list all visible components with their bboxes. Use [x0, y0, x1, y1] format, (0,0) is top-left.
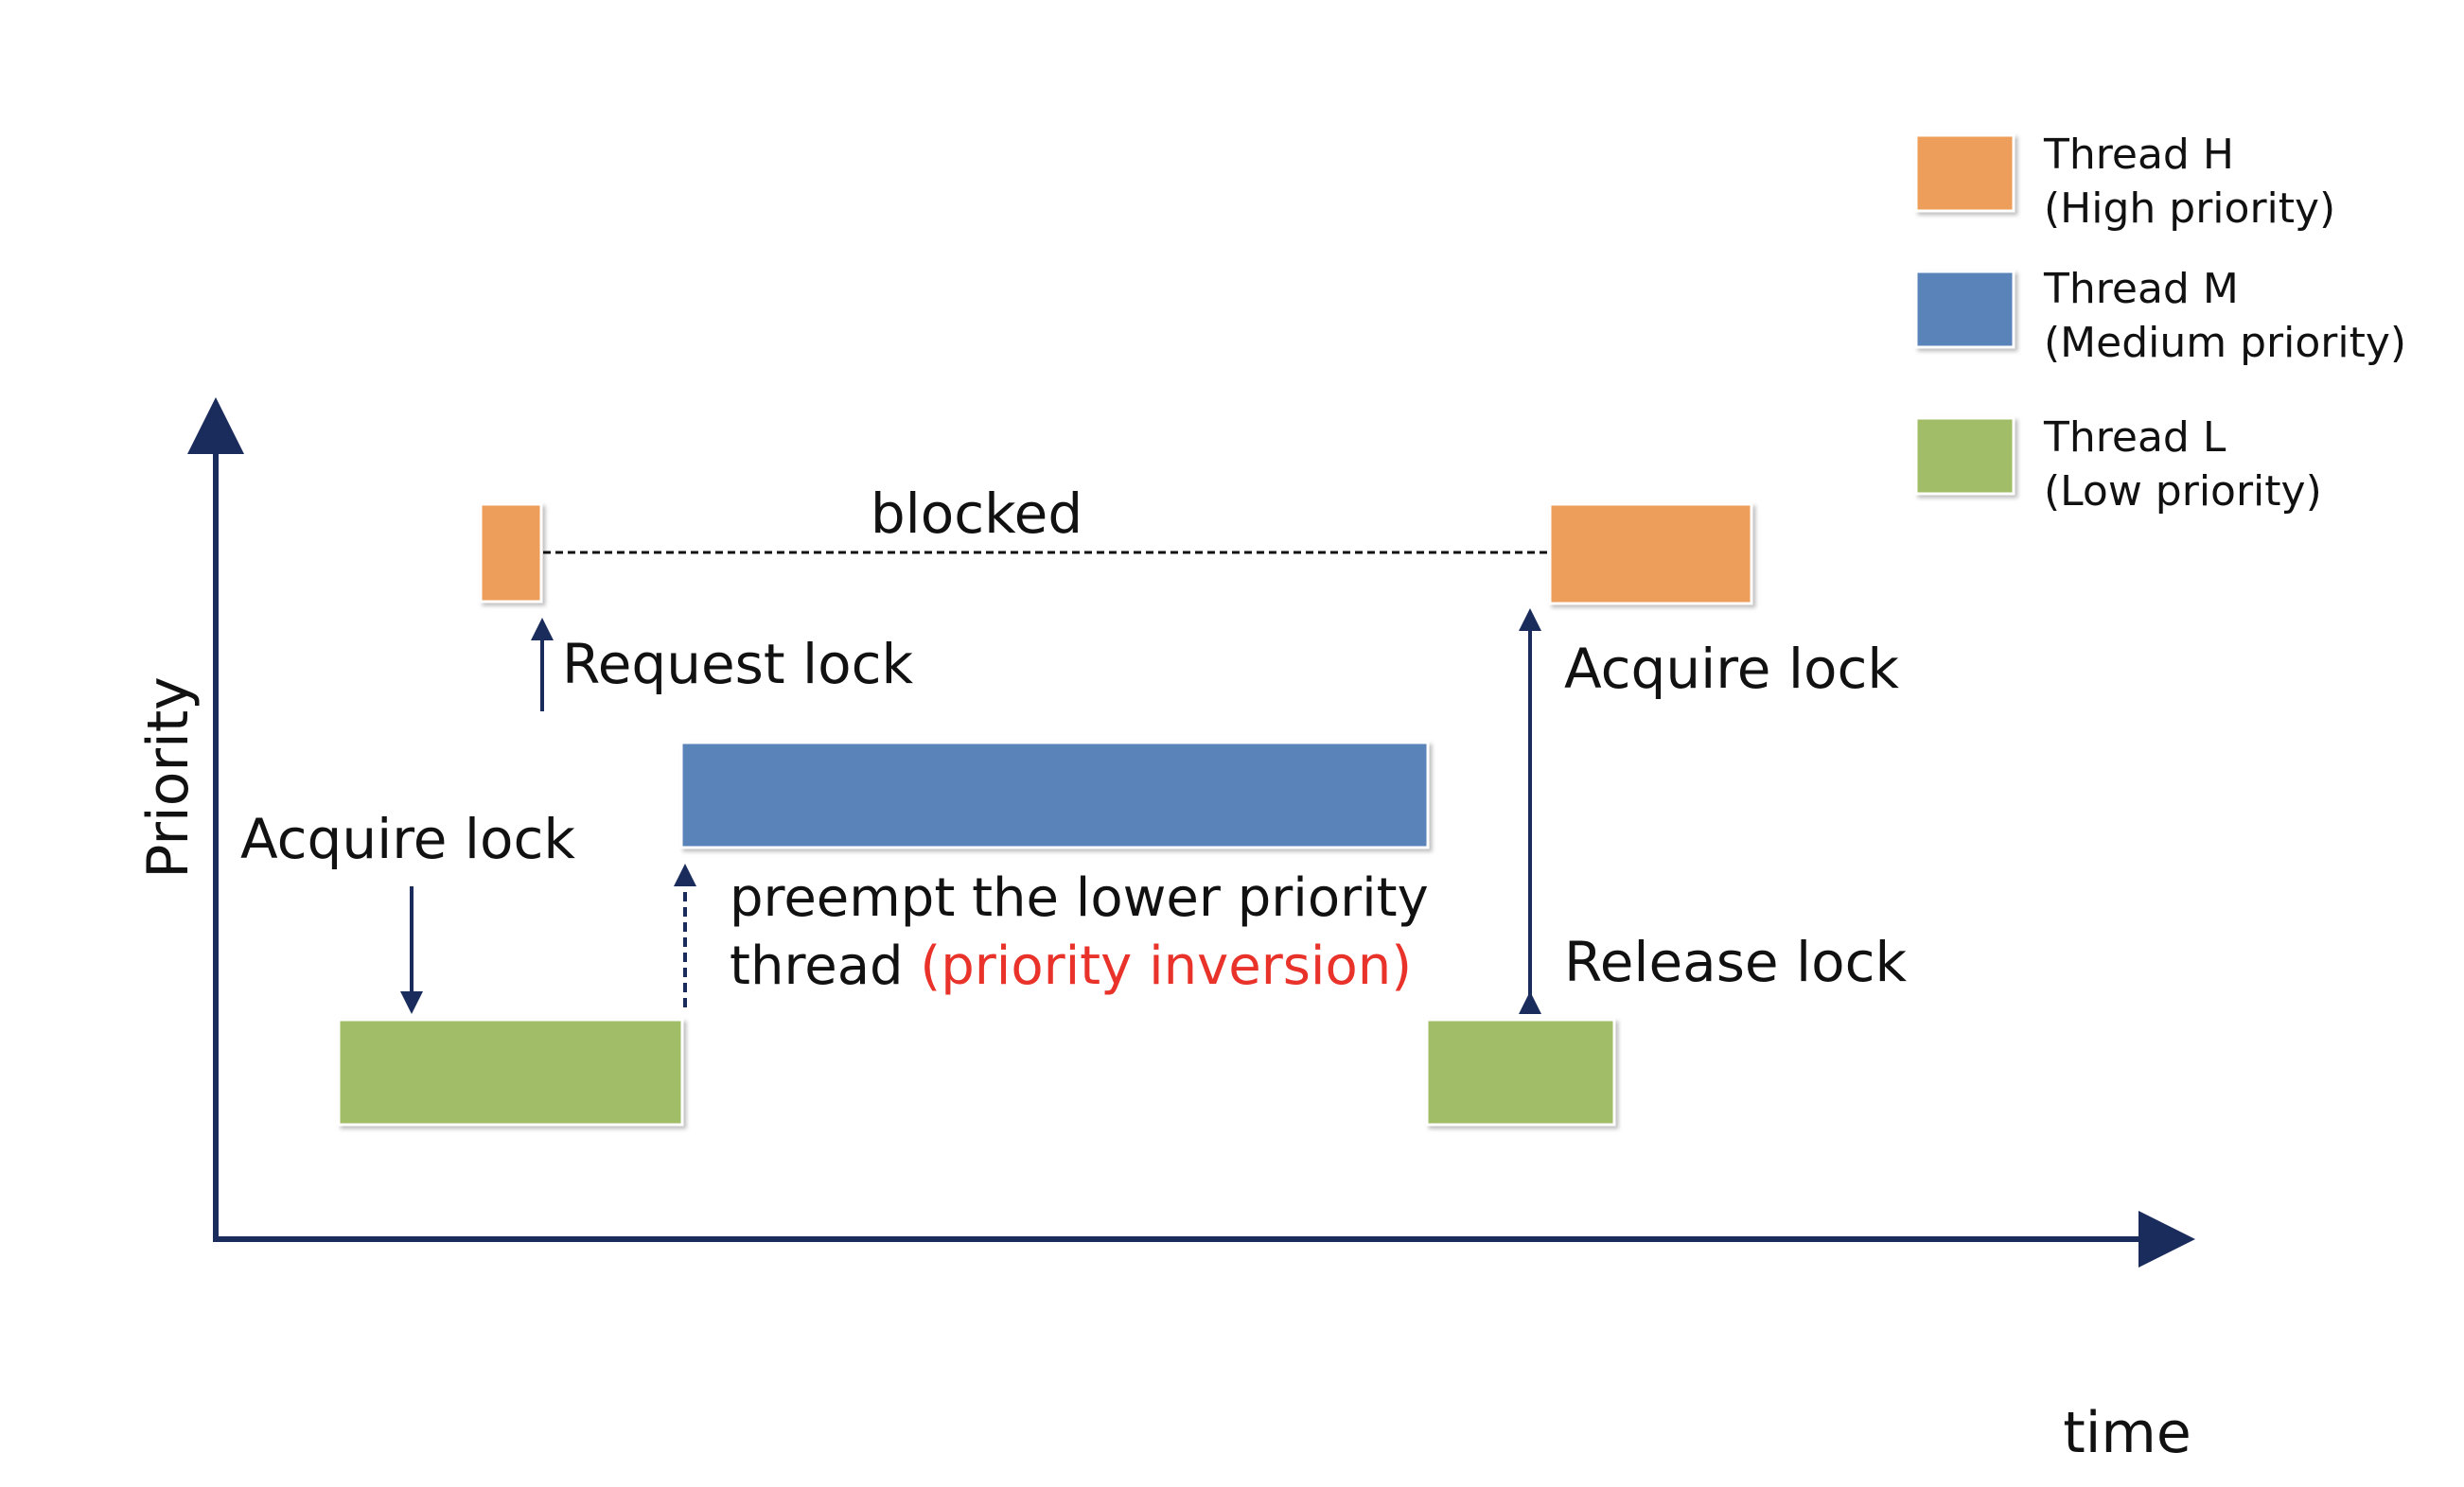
request-lock-label: Request lock [562, 632, 914, 696]
preempt-label-line1: preempt the lower priority [730, 867, 1429, 929]
preempt-label-line2-prefix: thread [730, 936, 920, 997]
blocked-label: blocked [871, 481, 1082, 546]
priority-inversion-highlight: (priority inversion) [920, 936, 1412, 997]
legend-swatch-thread-m [1914, 270, 2015, 349]
release-lock-label: Release lock [1564, 930, 1908, 994]
legend-thread-l-name: Thread L [2043, 413, 2226, 462]
thread-h-block-request [479, 502, 543, 604]
legend-thread-h-priority: (High priority) [2044, 184, 2335, 233]
thread-l-block-release [1425, 1018, 1616, 1127]
y-axis-label: Priority [135, 676, 202, 879]
thread-h-block-acquire [1548, 502, 1753, 605]
preempt-label-line2: thread (priority inversion) [730, 936, 1412, 997]
thread-m-block [679, 741, 1430, 849]
legend-thread-m-priority: (Medium priority) [2044, 319, 2406, 367]
legend-thread-l-priority: (Low priority) [2044, 467, 2322, 516]
legend-thread-h-name: Thread H [2043, 131, 2234, 179]
acquire-lock-high-label: Acquire lock [1564, 637, 1899, 701]
acquire-lock-low-label: Acquire lock [240, 807, 575, 871]
x-axis-label: time [2063, 1400, 2191, 1466]
legend: Thread H (High priority) Thread M (Mediu… [1914, 131, 2406, 516]
legend-swatch-thread-h [1914, 133, 2015, 213]
legend-swatch-thread-l [1914, 416, 2015, 496]
thread-l-block-acquire [337, 1018, 684, 1127]
legend-thread-m-name: Thread M [2043, 265, 2239, 313]
